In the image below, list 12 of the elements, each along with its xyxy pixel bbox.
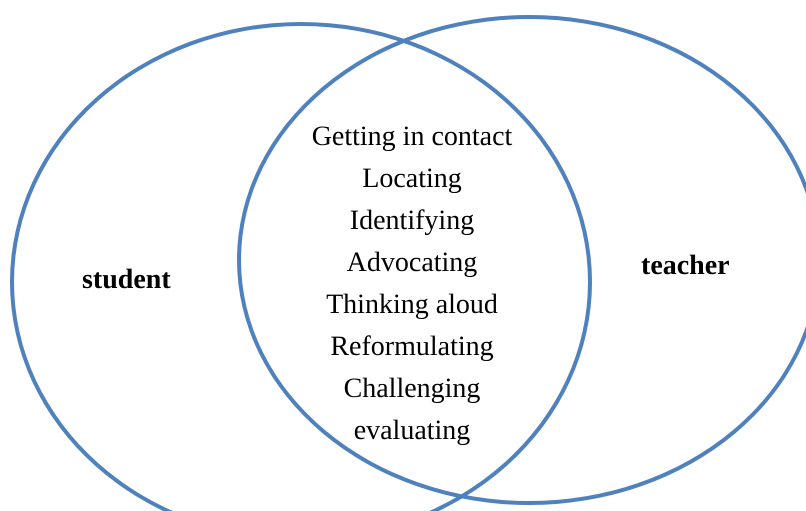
overlap-item: Thinking aloud [326, 288, 498, 322]
overlap-item: Reformulating [330, 330, 494, 364]
set-label: teacher [641, 252, 730, 280]
set-label: student [82, 266, 171, 294]
overlap-item: Advocating [346, 246, 478, 280]
venn-ellipse [237, 15, 806, 505]
overlap-item: Getting in contact [312, 120, 512, 154]
overlap-item: Identifying [350, 204, 474, 238]
overlap-item: Locating [362, 162, 462, 196]
overlap-item: evaluating [354, 414, 470, 448]
venn-ellipse [10, 22, 592, 511]
overlap-item: Challenging [344, 372, 480, 406]
